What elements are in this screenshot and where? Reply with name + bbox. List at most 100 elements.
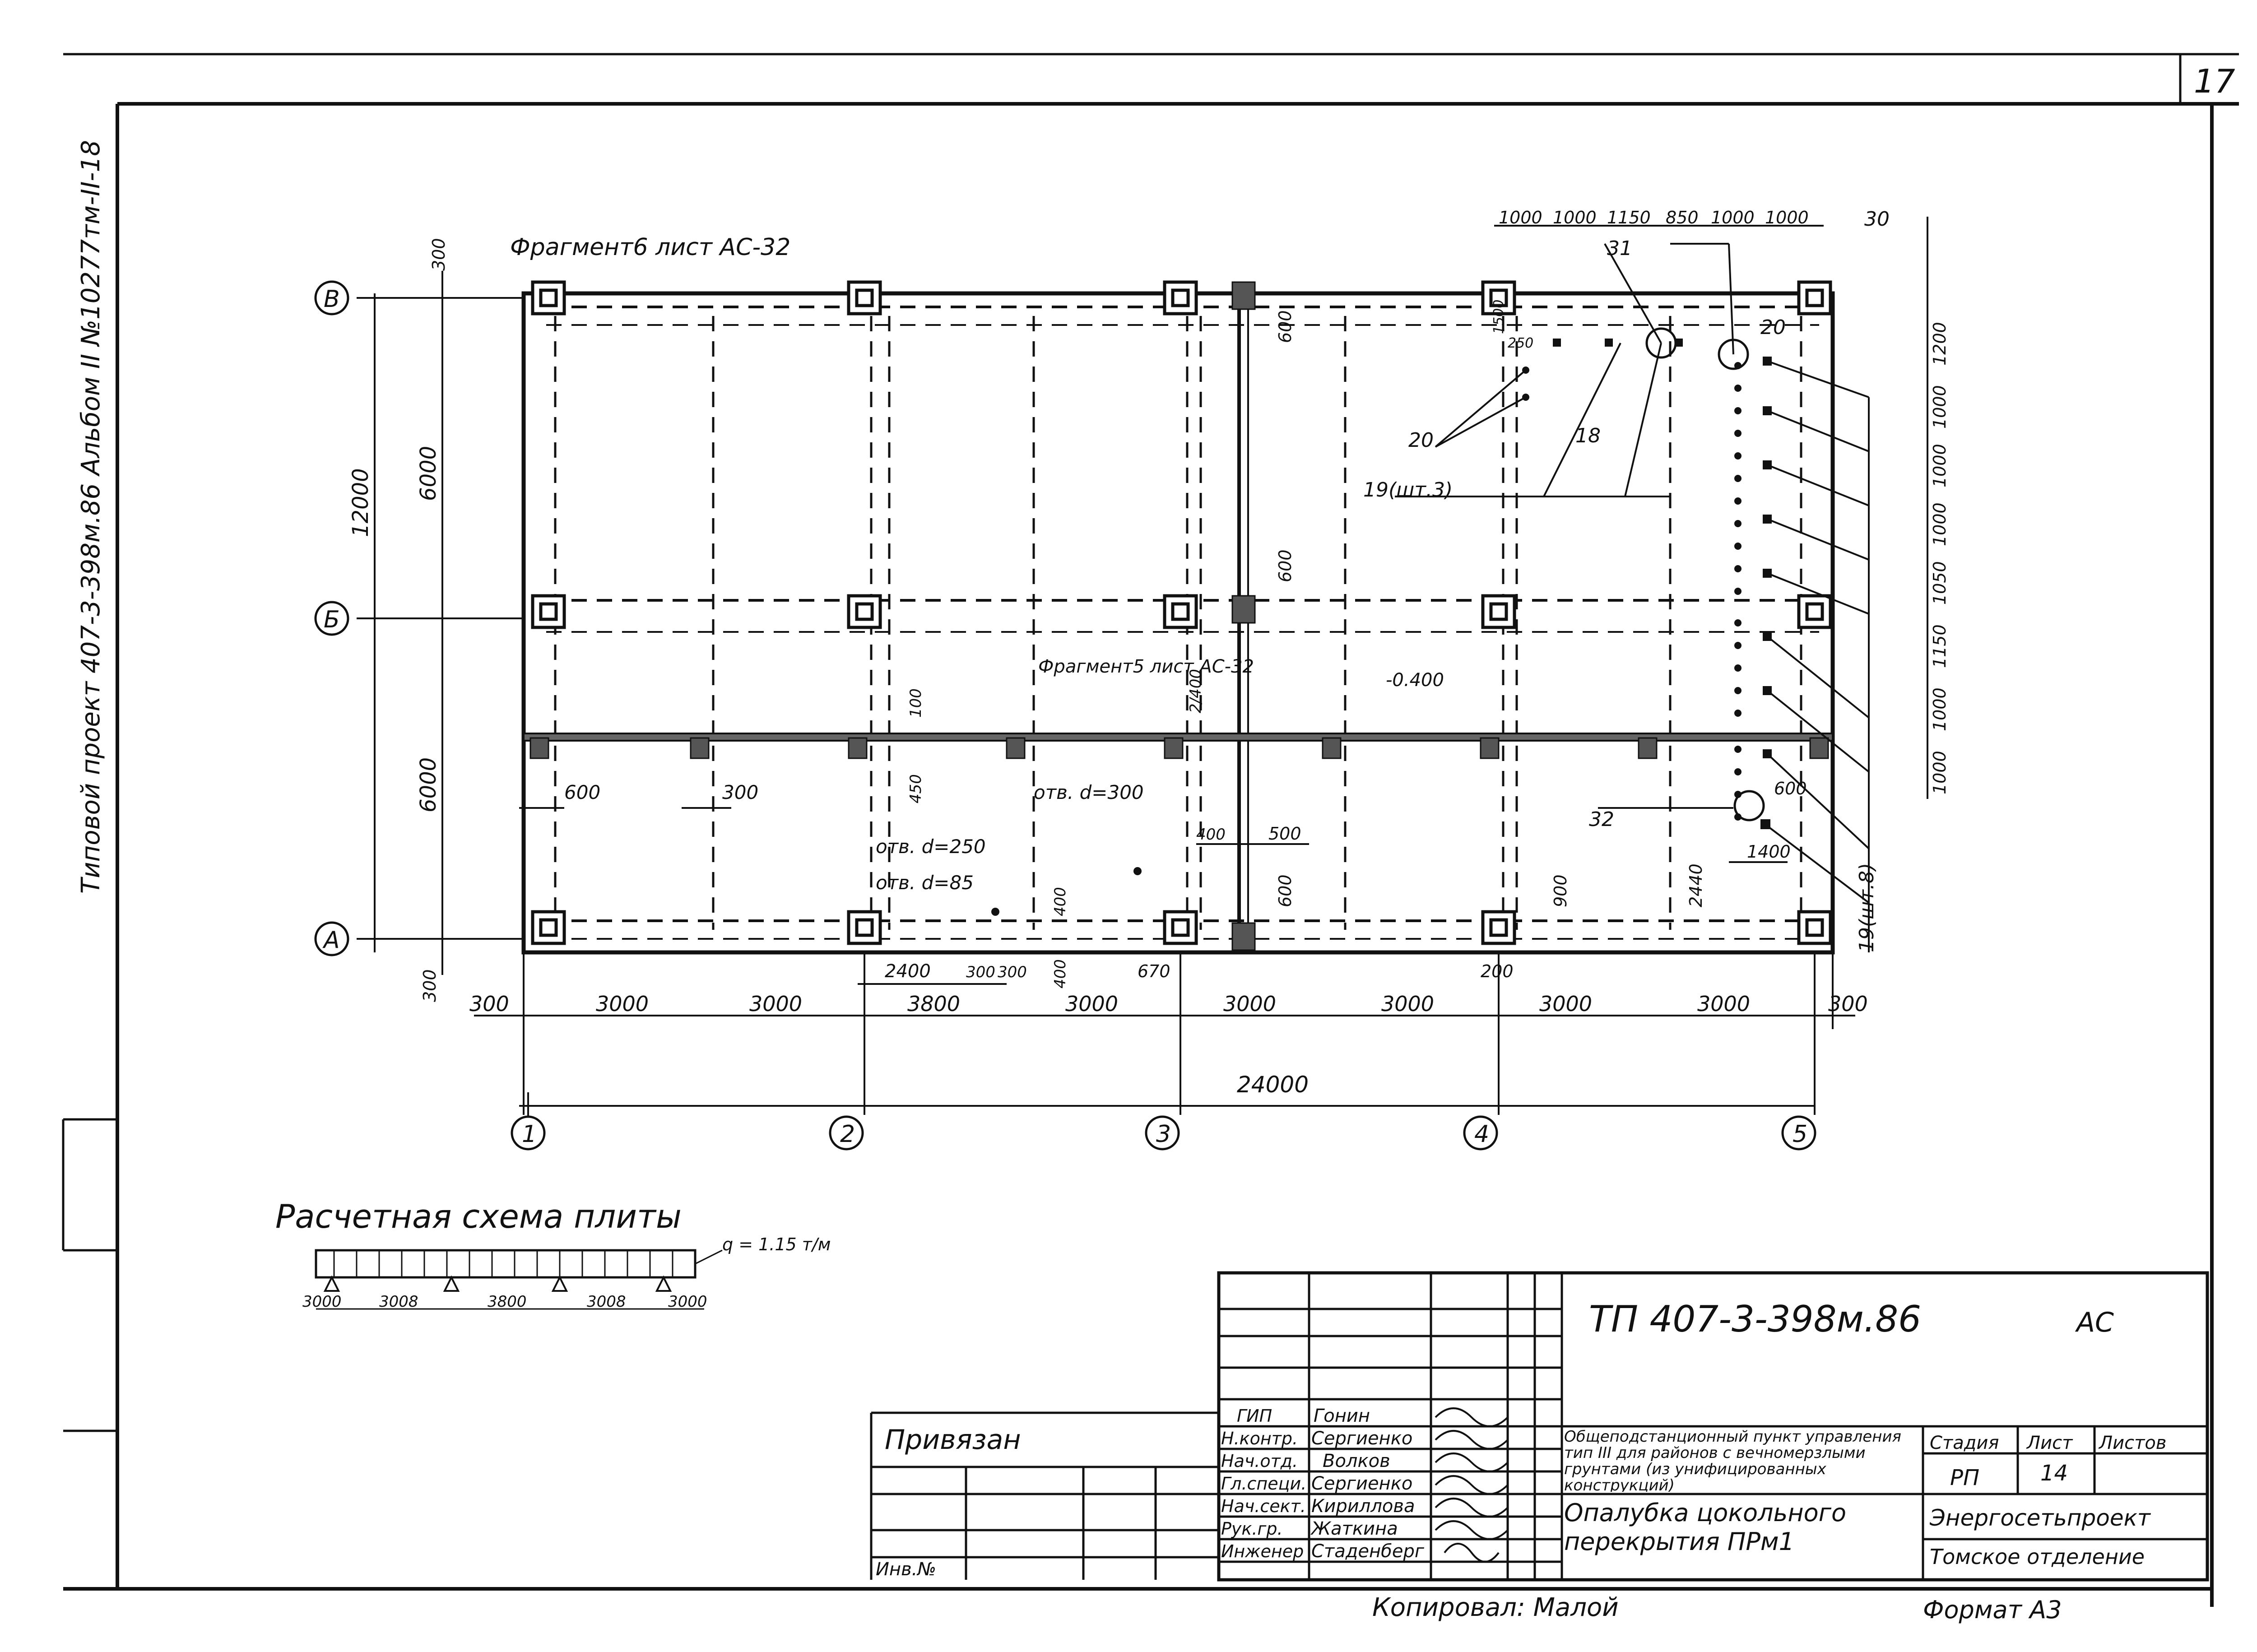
mark-500: 500: [1268, 824, 1301, 844]
mark-level: -0.400: [1386, 670, 1444, 691]
bound-label: Привязан: [885, 1424, 1021, 1456]
dim-bottom-7: 3000: [1539, 992, 1592, 1016]
dim-bottom-3: 3800: [907, 992, 960, 1016]
axis-bubble-5: [1781, 1115, 1816, 1151]
dim-right-1: 1000: [1930, 385, 1950, 429]
dim-right-6: 1000: [1930, 687, 1950, 731]
axis-bubble-4: [1463, 1115, 1498, 1151]
dim-bottom-9: 300: [1828, 992, 1868, 1016]
mark-20-left: 20: [1408, 429, 1434, 452]
dim-top-1: 1000: [1553, 208, 1597, 227]
name-gip: Гонин: [1314, 1406, 1370, 1426]
dim-right-0: 1200: [1930, 322, 1950, 366]
mark-1400: 1400: [1747, 842, 1791, 862]
openings-right: [991, 339, 1772, 916]
dim-top-2: 1150: [1607, 208, 1651, 227]
axis-label-5: 5: [1793, 1121, 1807, 1148]
role-nkontr: Н.контр.: [1221, 1429, 1298, 1448]
dim-top-5: 1000: [1765, 208, 1809, 227]
org-branch: Томское отделение: [1930, 1545, 2145, 1569]
calc-load: q = 1.15 т/м: [722, 1234, 831, 1254]
calc-scheme: Расчетная схема плиты q = 1.15 т/м 3000 …: [275, 1197, 831, 1311]
org-name: Энергосетьпроект: [1929, 1505, 2151, 1531]
axis-bubble-1: [511, 1115, 546, 1151]
project-code: ТП 407-3-398м.86: [1589, 1298, 1921, 1340]
dim-left-0: 12000: [348, 468, 373, 537]
calc-span-3: 3008: [587, 1293, 626, 1311]
side-title: Типовой проект 407-3-398м.86 Альбом II №…: [76, 140, 106, 894]
copied-by: Копировал: Малой: [1372, 1593, 1619, 1622]
axis-bubble-3: [1145, 1115, 1180, 1151]
dim-right-4: 1050: [1930, 561, 1950, 605]
dim-bottom-8: 3000: [1697, 992, 1750, 1016]
dim-bottom-1: 3000: [596, 992, 649, 1016]
calc-span-2: 3800: [488, 1293, 527, 1311]
role-rukgr: Рук.гр.: [1221, 1519, 1283, 1539]
leader-lines: [1395, 243, 1870, 952]
mark-900: 900: [1551, 874, 1570, 907]
dim-left-3: 300: [429, 238, 449, 271]
dim-upper-2: 300: [998, 963, 1027, 981]
mark-19-3: 19(шт.3): [1363, 478, 1453, 501]
object-title: Общеподстанционный пункт управления тип …: [1564, 1429, 1901, 1492]
mark-400-a: 400: [1051, 887, 1069, 916]
mark-600-c: 600: [1275, 874, 1295, 907]
calc-spans: 3000 3008 3800 3008 3000: [302, 1293, 707, 1311]
role-gip: ГИП: [1237, 1406, 1272, 1426]
dim-bottom-5: 3000: [1223, 992, 1276, 1016]
name-engineer: Стаденберг: [1311, 1541, 1425, 1562]
dimension-lines: [374, 217, 1928, 1115]
dim-right-3: 1000: [1930, 502, 1950, 546]
mark-250: 250: [1508, 335, 1533, 351]
sheet-number: 17: [2194, 62, 2235, 100]
mark-2400: 2/400: [1187, 669, 1205, 713]
right-dims: 1200 1000 1000 1000 1050 1150 1000 1000: [1930, 322, 1950, 794]
signatures: [1435, 1407, 1509, 1563]
axis-bubble-b: [314, 601, 349, 636]
dim-right-7: 1000: [1930, 751, 1950, 794]
column-axes: 1 2 3 4 5: [511, 1092, 1816, 1151]
calc-title: Расчетная схема плиты: [275, 1197, 682, 1235]
axis-label-1: 1: [522, 1121, 537, 1148]
stamp-roles: ГИП Н.контр. Нач.отд. Гл.специ. Нач.сект…: [1221, 1406, 1306, 1561]
dim-upper-5: 200: [1481, 961, 1514, 981]
mark-450: 450: [907, 774, 925, 803]
mark-1500: 1500: [1491, 300, 1507, 334]
name-rukgr: Жаткина: [1310, 1518, 1398, 1539]
axis-label-v: В: [324, 286, 340, 313]
calc-span-0: 3000: [302, 1293, 342, 1311]
inner-dim-300: 300: [722, 781, 758, 803]
dim-left-2: 6000: [416, 757, 441, 812]
dim-left-1: 6000: [416, 446, 441, 501]
stage-label: Стадия: [1930, 1433, 1999, 1453]
sheets-label: Листов: [2098, 1433, 2166, 1453]
axis-bubble-v: [314, 280, 349, 316]
columns: [531, 280, 1832, 945]
dim-top-4: 1000: [1711, 208, 1755, 227]
calc-span-4: 3000: [668, 1293, 707, 1311]
fragment-mid-label: Фрагмент5 лист АС-32: [1038, 656, 1254, 677]
dim-top-3: 850: [1666, 208, 1699, 227]
mark-600-a: 600: [1275, 310, 1295, 343]
dim-upper-0: 2400: [885, 961, 931, 982]
dim-right-2: 1000: [1930, 444, 1950, 487]
mark-600-d: 600: [1774, 779, 1807, 798]
title-block: ТП 407-3-398м.86 АС ГИП Н.контр. Нач.отд…: [870, 1271, 2209, 1582]
sheet-format: Формат А3: [1923, 1596, 2062, 1624]
dim-upper-1: 300: [966, 963, 995, 981]
supports: [323, 1275, 672, 1292]
sheet-title: Опалубка цокольного перекрытия ПРм1: [1564, 1499, 1847, 1556]
axis-bubble-2: [829, 1115, 864, 1151]
name-nkontr: Сергиенко: [1311, 1428, 1412, 1449]
axis-label-4: 4: [1474, 1121, 1489, 1148]
axis-label-2: 2: [840, 1121, 855, 1148]
mark-20-right: 20: [1760, 316, 1786, 339]
mark-400-b: 400: [1196, 826, 1226, 844]
name-nachsekt: Кириллова: [1311, 1496, 1415, 1517]
role-nachotd: Нач.отд.: [1221, 1451, 1298, 1471]
dim-total: 24000: [1237, 1072, 1309, 1098]
sheet-no-value: 14: [2040, 1461, 2068, 1486]
axis-bubble-a: [314, 921, 349, 956]
mark-32: 32: [1589, 808, 1614, 831]
